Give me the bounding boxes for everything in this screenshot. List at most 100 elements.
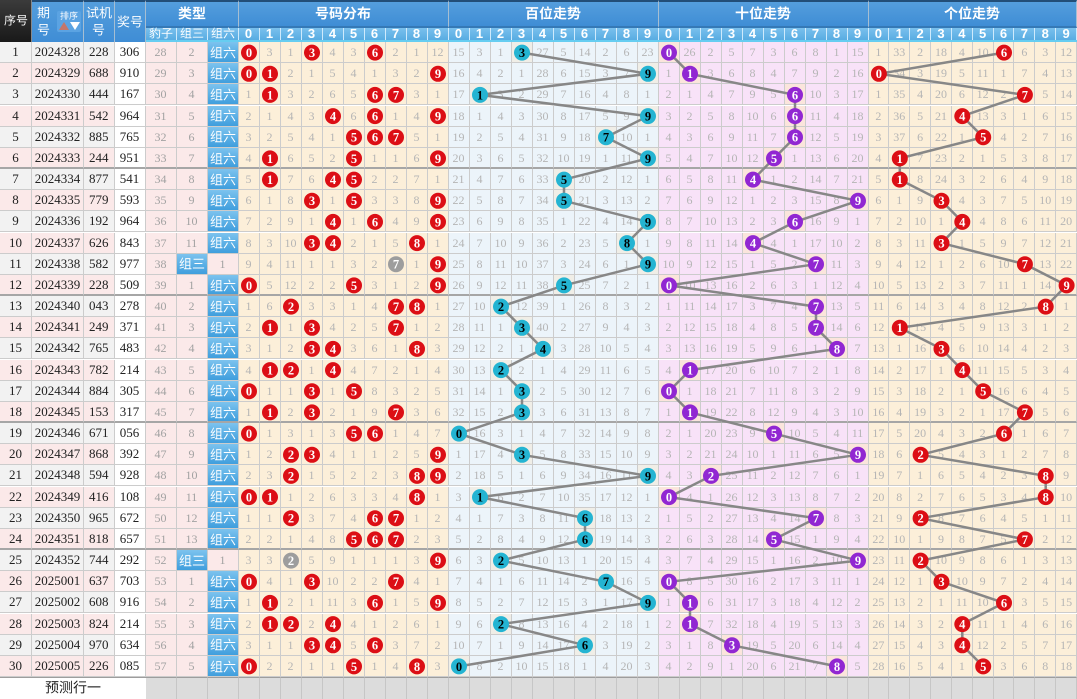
svg-text:8: 8	[1043, 491, 1049, 505]
svg-text:2: 2	[498, 300, 504, 314]
svg-text:9: 9	[435, 110, 441, 124]
svg-text:2: 2	[498, 618, 504, 632]
svg-text:3: 3	[729, 639, 735, 653]
svg-text:9: 9	[645, 110, 651, 124]
svg-text:7: 7	[1022, 258, 1028, 272]
svg-text:9: 9	[645, 215, 651, 229]
svg-text:6: 6	[372, 88, 378, 102]
svg-text:1: 1	[687, 67, 693, 81]
svg-text:9: 9	[645, 152, 651, 166]
svg-text:7: 7	[393, 406, 399, 420]
svg-text:4: 4	[330, 618, 337, 632]
svg-text:7: 7	[393, 533, 399, 547]
svg-text:0: 0	[876, 67, 882, 81]
svg-text:2: 2	[288, 448, 294, 462]
svg-text:9: 9	[645, 596, 651, 610]
svg-text:3: 3	[309, 575, 315, 589]
svg-text:9: 9	[855, 448, 861, 462]
svg-text:7: 7	[1022, 88, 1028, 102]
svg-text:5: 5	[980, 660, 986, 674]
svg-text:3: 3	[309, 237, 315, 251]
svg-text:9: 9	[435, 279, 441, 293]
svg-text:3: 3	[309, 448, 315, 462]
svg-text:4: 4	[750, 173, 757, 187]
svg-text:9: 9	[435, 152, 441, 166]
svg-text:8: 8	[624, 237, 630, 251]
svg-text:1: 1	[267, 173, 273, 187]
svg-text:3: 3	[519, 406, 525, 420]
svg-text:0: 0	[246, 660, 252, 674]
svg-text:5: 5	[771, 427, 777, 441]
svg-text:3: 3	[938, 575, 944, 589]
svg-text:9: 9	[1063, 279, 1069, 293]
svg-text:8: 8	[414, 491, 420, 505]
svg-text:6: 6	[372, 131, 378, 145]
svg-text:9: 9	[435, 554, 441, 568]
svg-text:1: 1	[267, 406, 273, 420]
svg-text:4: 4	[750, 237, 757, 251]
svg-text:3: 3	[309, 639, 315, 653]
svg-text:2: 2	[917, 512, 923, 526]
svg-text:5: 5	[351, 385, 357, 399]
svg-text:3: 3	[938, 237, 944, 251]
svg-text:5: 5	[351, 194, 357, 208]
svg-text:9: 9	[435, 194, 441, 208]
svg-text:6: 6	[372, 512, 378, 526]
svg-text:0: 0	[666, 491, 672, 505]
svg-text:8: 8	[414, 342, 420, 356]
svg-text:4: 4	[959, 618, 966, 632]
svg-text:6: 6	[792, 215, 798, 229]
svg-text:9: 9	[645, 258, 651, 272]
svg-text:3: 3	[519, 385, 525, 399]
svg-text:2: 2	[917, 554, 923, 568]
svg-text:1: 1	[267, 491, 273, 505]
svg-text:6: 6	[582, 512, 588, 526]
svg-text:0: 0	[666, 46, 672, 60]
svg-text:5: 5	[351, 427, 357, 441]
svg-text:2: 2	[498, 554, 504, 568]
svg-text:7: 7	[393, 512, 399, 526]
svg-text:7: 7	[393, 321, 399, 335]
svg-text:1: 1	[897, 173, 903, 187]
svg-text:6: 6	[372, 427, 378, 441]
svg-text:6: 6	[1001, 427, 1007, 441]
svg-text:7: 7	[393, 131, 399, 145]
svg-text:6: 6	[1001, 46, 1007, 60]
svg-text:0: 0	[246, 575, 252, 589]
svg-text:4: 4	[959, 110, 966, 124]
svg-text:9: 9	[645, 469, 651, 483]
svg-text:6: 6	[372, 596, 378, 610]
svg-text:9: 9	[435, 258, 441, 272]
svg-text:6: 6	[1001, 596, 1007, 610]
svg-text:7: 7	[393, 300, 399, 314]
svg-text:5: 5	[351, 131, 357, 145]
svg-text:2: 2	[288, 364, 294, 378]
svg-text:8: 8	[1043, 300, 1049, 314]
svg-text:1: 1	[267, 596, 273, 610]
svg-text:4: 4	[959, 364, 966, 378]
svg-text:8: 8	[414, 300, 420, 314]
svg-text:1: 1	[267, 152, 273, 166]
svg-text:1: 1	[687, 618, 693, 632]
svg-text:5: 5	[351, 660, 357, 674]
svg-text:5: 5	[561, 194, 567, 208]
svg-text:5: 5	[980, 385, 986, 399]
svg-text:0: 0	[246, 385, 252, 399]
svg-text:1: 1	[267, 67, 273, 81]
svg-text:3: 3	[519, 321, 525, 335]
svg-text:6: 6	[792, 88, 798, 102]
svg-text:4: 4	[330, 364, 337, 378]
svg-text:3: 3	[938, 194, 944, 208]
svg-text:6: 6	[372, 533, 378, 547]
svg-text:2: 2	[288, 618, 294, 632]
svg-text:5: 5	[351, 533, 357, 547]
svg-text:3: 3	[938, 342, 944, 356]
svg-text:2: 2	[288, 512, 294, 526]
svg-text:4: 4	[540, 342, 547, 356]
svg-text:2: 2	[917, 448, 923, 462]
svg-text:8: 8	[414, 469, 420, 483]
svg-text:3: 3	[309, 406, 315, 420]
svg-text:5: 5	[980, 131, 986, 145]
svg-text:0: 0	[246, 491, 252, 505]
svg-text:3: 3	[519, 46, 525, 60]
